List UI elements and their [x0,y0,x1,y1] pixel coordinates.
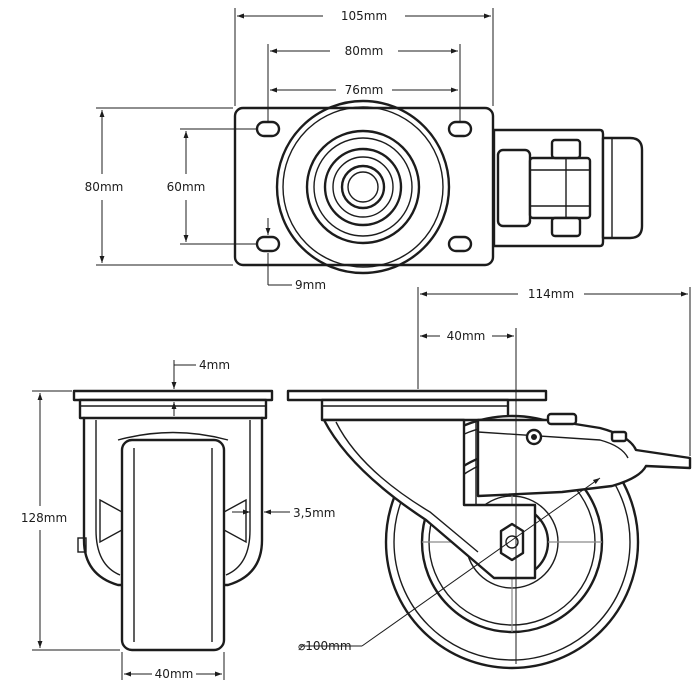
dim-wheel-diameter: ⌀100mm [298,639,352,653]
dim-top-width: 105mm [341,9,387,23]
dim-wheel-width: 40mm [155,667,194,681]
dim-hole-diameter: 9mm [295,278,326,292]
front-bearing [78,398,268,420]
dim-fork-thickness: 3,5mm [293,506,335,520]
fork-right [222,416,264,587]
side-fork [322,418,537,580]
dim-total-height: 128mm [21,511,67,525]
mounting-hole [255,235,281,253]
top-plate [233,106,495,267]
dim-hole-spacing: 80mm [345,44,384,58]
axle-nut [499,522,525,562]
brake-assembly [476,412,692,498]
mounting-hole [447,120,473,138]
fork-left [82,416,124,587]
swivel-bearing [275,99,451,275]
dim-side-length: 114mm [528,287,574,301]
side-bearing [320,398,510,422]
dim-hole-spacing-inner: 76mm [345,83,384,97]
top-view: 105mm 80mm 76mm 80mm 60mm 9mm [85,8,644,292]
mounting-hole [255,120,281,138]
dim-plate-thickness: 4mm [199,358,230,372]
front-view: 4mm 128mm 3,5mm 40mm [21,358,336,681]
dim-side-offset: 40mm [447,329,486,343]
side-plate [286,389,548,402]
front-wheel [120,438,226,652]
dim-hole-vertical: 60mm [167,180,206,194]
dim-top-height: 80mm [85,180,124,194]
front-plate [72,389,274,402]
mounting-hole [447,235,473,253]
side-view: 114mm 40mm ⌀100mm [286,287,692,670]
brake-housing-top [492,128,644,248]
